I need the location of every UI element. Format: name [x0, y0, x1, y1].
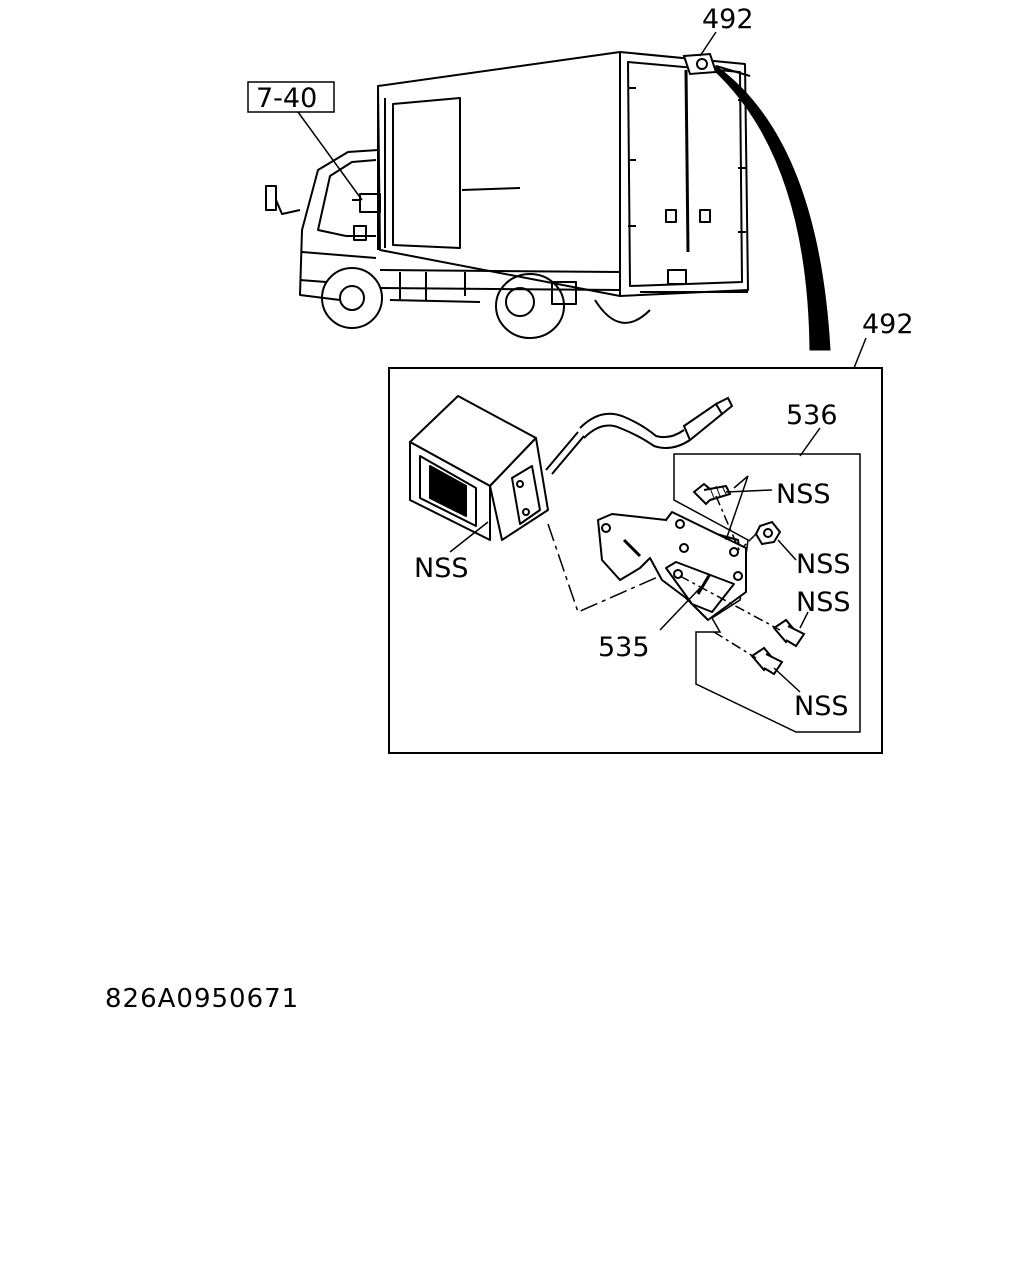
camera-cable-long: [715, 65, 831, 351]
label-part-535: 535: [598, 632, 650, 663]
phantom-assembly-line: [547, 523, 661, 614]
rear-camera-mounted: [682, 52, 751, 77]
leader-492-top: [699, 31, 717, 57]
callout-492-detail: 492: [862, 309, 914, 340]
label-nss-bolt-upper: NSS: [776, 479, 830, 510]
leader-7-40: [297, 111, 363, 201]
detail-frame-492: [388, 367, 883, 754]
fastener-axes: [679, 495, 781, 659]
label-nss-nut: NSS: [796, 549, 850, 580]
leader-lines: [449, 427, 821, 693]
bracket-group-frame-536: [673, 453, 861, 733]
callout-492-top: 492: [702, 4, 754, 35]
bolt-lower: [750, 646, 784, 676]
ref-box-7-40: [247, 81, 335, 113]
drawing-code: 826A0950671: [105, 984, 300, 1014]
camera-unit: [409, 395, 549, 541]
label-nss-bolt-lower: NSS: [794, 691, 848, 722]
label-nss-bolt-mid: NSS: [796, 587, 850, 618]
camera-pigtail-cable: [545, 396, 734, 475]
leader-492-detail: [853, 337, 867, 369]
nut: [754, 520, 782, 546]
bracket-535: [597, 511, 747, 621]
bolt-mid: [772, 618, 806, 648]
bolt-upper: [692, 482, 732, 506]
label-part-536: 536: [786, 400, 838, 431]
truck-illustration: [265, 51, 749, 339]
label-nss-camera: NSS: [414, 553, 468, 584]
ref-label-7-40: 7-40: [256, 83, 317, 114]
